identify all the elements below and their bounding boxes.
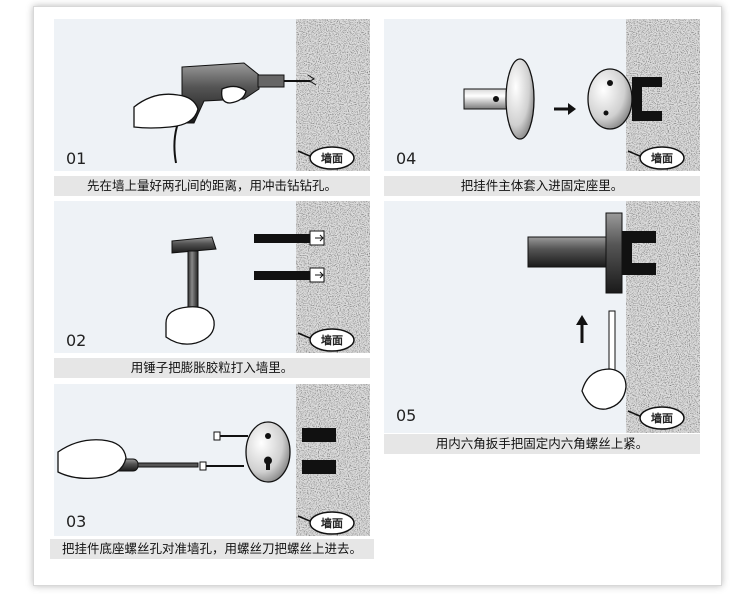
wall-holes	[632, 77, 662, 121]
step-04-number: 04	[396, 149, 417, 168]
mounting-base-icon	[245, 421, 291, 483]
step-02-number: 02	[66, 331, 87, 350]
wall-label-bubble: 墙面	[297, 328, 355, 352]
step-04-panel: 墙面 04 把挂件主体套入进固定座里。	[384, 19, 700, 196]
hammer-illustration: 墙面	[54, 201, 370, 353]
wall-hole-top	[302, 428, 336, 442]
step-01-number: 01	[66, 149, 87, 168]
wall-label: 墙面	[651, 411, 673, 425]
wall-texture	[296, 19, 370, 171]
instruction-sheet: 墙面 01 先在墙上量好两孔间的距离，用冲击钻钻孔。	[33, 6, 722, 586]
wall-label-bubble: 墙面	[297, 511, 355, 535]
step-02-panel: 墙面 02 用锤子把膨胀胶粒打入墙里。	[54, 201, 370, 378]
wall-label: 墙面	[321, 516, 343, 530]
step-01-caption: 先在墙上量好两孔间的距离，用冲击钻钻孔。	[54, 176, 370, 196]
step-05-number: 05	[396, 406, 417, 425]
step-05-panel: 墙面 05 用内六角扳手把固定内六角螺丝上紧。	[384, 201, 700, 454]
insert-body-illustration: 墙面	[384, 19, 700, 171]
assembled-holder-icon	[527, 212, 656, 294]
drill-illustration: 墙面	[54, 19, 370, 171]
step-01-panel: 墙面 01 先在墙上量好两孔间的距离，用冲击钻钻孔。	[54, 19, 370, 196]
screwdriver-illustration: 墙面	[54, 384, 370, 536]
step-03-number: 03	[66, 512, 87, 531]
wall-label: 墙面	[321, 151, 343, 165]
wall-label-bubble: 墙面	[627, 146, 685, 170]
wall-label-bubble: 墙面	[627, 406, 685, 430]
wall-label-bubble: 墙面	[297, 146, 355, 170]
anchor-plugs	[254, 230, 325, 283]
wall-hole-bottom	[302, 460, 336, 474]
arrow-up-icon	[576, 315, 588, 343]
wall-label: 墙面	[321, 333, 343, 347]
hand-icon	[581, 368, 627, 410]
step-03-caption: 把挂件底座螺丝孔对准墙孔，用螺丝刀把螺丝上进去。	[50, 539, 374, 559]
hand-icon	[165, 306, 215, 345]
mounting-base-icon	[587, 68, 633, 130]
holder-body-icon	[463, 58, 535, 140]
step-03-panel: 墙面 03 把挂件底座螺丝孔对准墙孔，用螺丝刀把螺丝上进去。	[50, 384, 374, 560]
step-04-caption: 把挂件主体套入进固定座里。	[384, 176, 700, 196]
screw-icon	[199, 431, 248, 471]
hammer-icon	[171, 236, 217, 326]
step-05-caption: 用内六角扳手把固定内六角螺丝上紧。	[384, 434, 700, 454]
wall-label: 墙面	[651, 151, 673, 165]
hand-icon	[133, 85, 247, 129]
tighten-screw-illustration: 墙面	[384, 201, 700, 433]
arrow-right-icon	[554, 103, 576, 115]
step-02-caption: 用锤子把膨胀胶粒打入墙里。	[54, 358, 370, 378]
hand-icon	[57, 439, 127, 480]
